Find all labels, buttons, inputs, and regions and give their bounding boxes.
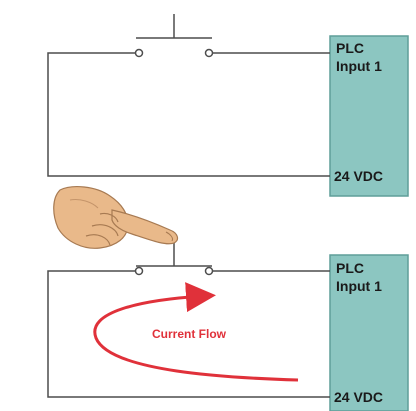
plc-label-bottom-line1: PLC: [336, 260, 364, 276]
pushbutton-switch-icon: [134, 14, 214, 58]
top-circuit: PLC Input 1 24 VDC: [47, 14, 409, 197]
wire-top: [47, 52, 330, 177]
plc-label-top-line1: PLC: [336, 40, 364, 56]
current-flow-label: Current Flow: [152, 327, 227, 341]
wire-bottom: [47, 270, 330, 398]
plc-label-top-line2: Input 1: [336, 58, 382, 74]
pushbutton-switch-pressed-icon: [134, 240, 214, 276]
bottom-circuit: PLC Input 1 24 VDC Current Flow: [47, 240, 409, 411]
plc-input-box-top: [329, 35, 409, 197]
voltage-label-top: 24 VDC: [334, 168, 383, 184]
plc-label-bottom-line2: Input 1: [336, 278, 382, 294]
plc-input-box-bottom: [329, 254, 409, 411]
current-flow-arrow-icon: [93, 282, 299, 382]
pointing-hand-icon: [53, 186, 179, 249]
voltage-label-bottom: 24 VDC: [334, 389, 383, 405]
